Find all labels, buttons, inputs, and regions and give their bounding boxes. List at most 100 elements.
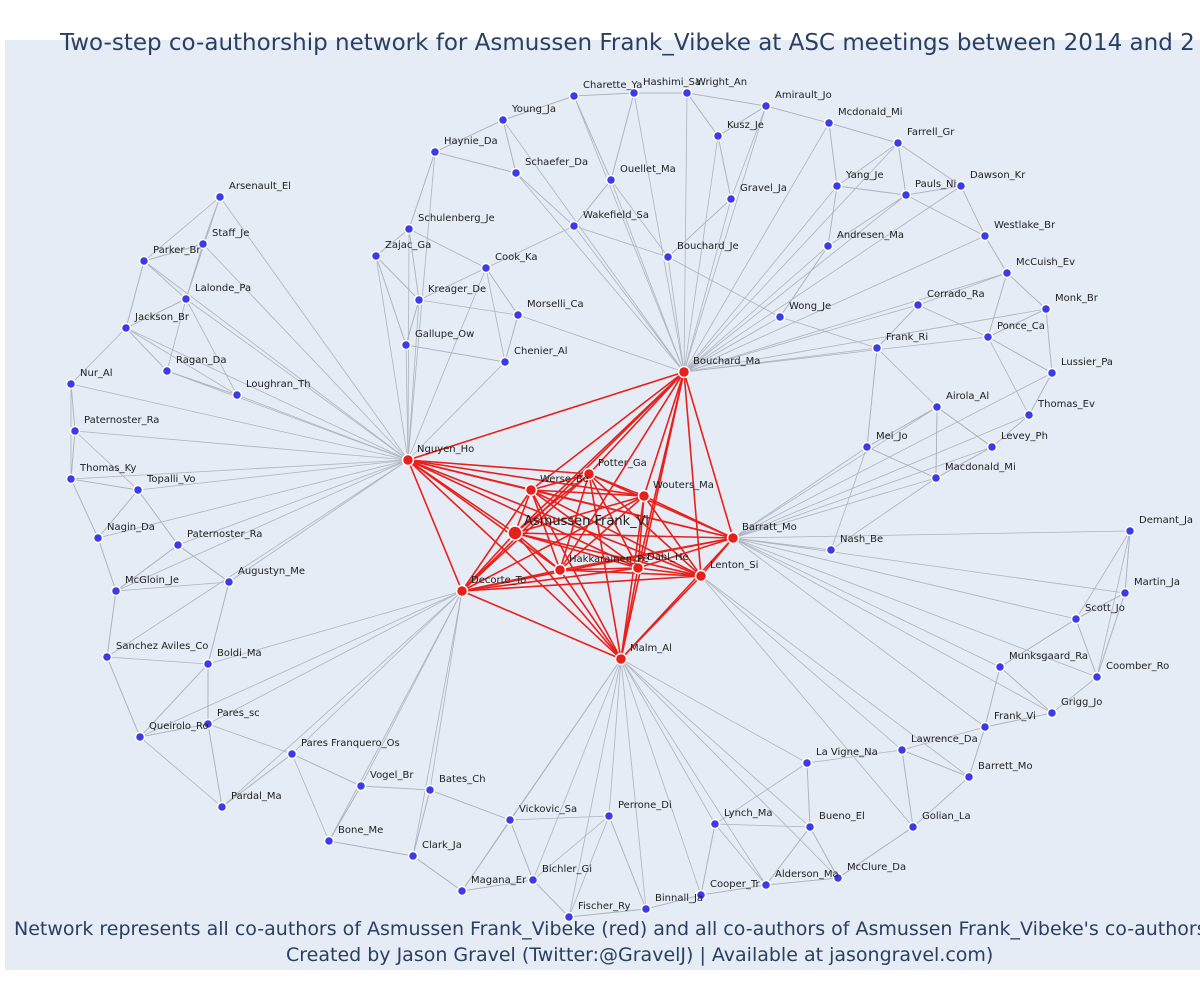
node[interactable]	[760, 100, 772, 112]
node[interactable]	[355, 780, 367, 792]
node[interactable]	[524, 483, 538, 497]
node[interactable]	[603, 810, 615, 822]
node[interactable]	[223, 576, 235, 588]
node[interactable]	[197, 238, 209, 250]
edge	[730, 105, 767, 200]
node[interactable]	[568, 220, 580, 232]
node[interactable]	[1119, 587, 1131, 599]
node[interactable]	[994, 661, 1006, 673]
node[interactable]	[202, 658, 214, 670]
node[interactable]	[760, 879, 772, 891]
node[interactable]	[694, 569, 708, 583]
node[interactable]	[216, 801, 228, 813]
node[interactable]	[455, 584, 469, 598]
node[interactable]	[499, 356, 511, 368]
node[interactable]	[931, 401, 943, 413]
node[interactable]	[725, 193, 737, 205]
node[interactable]	[709, 818, 721, 830]
node[interactable]	[804, 821, 816, 833]
node[interactable]	[1040, 303, 1052, 315]
node[interactable]	[101, 651, 113, 663]
node[interactable]	[510, 167, 522, 179]
node[interactable]	[202, 718, 214, 730]
node[interactable]	[403, 223, 415, 235]
node[interactable]	[563, 911, 575, 923]
node[interactable]	[912, 299, 924, 311]
node[interactable]	[955, 180, 967, 192]
node[interactable]	[1046, 707, 1058, 719]
node[interactable]	[65, 378, 77, 390]
node[interactable]	[681, 87, 693, 99]
node[interactable]	[930, 472, 942, 484]
node[interactable]	[370, 250, 382, 262]
node[interactable]	[132, 484, 144, 496]
node[interactable]	[527, 874, 539, 886]
node[interactable]	[65, 473, 77, 485]
node[interactable]	[774, 311, 786, 323]
node[interactable]	[512, 309, 524, 321]
node[interactable]	[413, 294, 425, 306]
node[interactable]	[323, 835, 335, 847]
node[interactable]	[986, 441, 998, 453]
node[interactable]	[628, 87, 640, 99]
node[interactable]	[507, 525, 523, 541]
node[interactable]	[231, 389, 243, 401]
node[interactable]	[712, 130, 724, 142]
node[interactable]	[637, 489, 651, 503]
node[interactable]	[823, 117, 835, 129]
node[interactable]	[180, 293, 192, 305]
node[interactable]	[963, 771, 975, 783]
node[interactable]	[896, 744, 908, 756]
node[interactable]	[401, 453, 415, 467]
node[interactable]	[695, 889, 707, 901]
node[interactable]	[979, 230, 991, 242]
node[interactable]	[214, 191, 226, 203]
node[interactable]	[1070, 613, 1082, 625]
node[interactable]	[1001, 267, 1013, 279]
node[interactable]	[1091, 671, 1103, 683]
node[interactable]	[831, 180, 843, 192]
node[interactable]	[582, 467, 596, 481]
node[interactable]	[407, 850, 419, 862]
node[interactable]	[134, 731, 146, 743]
node[interactable]	[614, 652, 628, 666]
node[interactable]	[677, 365, 691, 379]
node[interactable]	[801, 757, 813, 769]
node[interactable]	[1124, 525, 1136, 537]
node[interactable]	[861, 441, 873, 453]
node[interactable]	[110, 585, 122, 597]
node[interactable]	[456, 885, 468, 897]
node[interactable]	[1023, 409, 1035, 421]
node[interactable]	[726, 531, 740, 545]
node[interactable]	[69, 425, 81, 437]
node[interactable]	[92, 532, 104, 544]
node[interactable]	[424, 784, 436, 796]
node[interactable]	[892, 137, 904, 149]
node[interactable]	[605, 174, 617, 186]
node[interactable]	[979, 721, 991, 733]
node[interactable]	[172, 539, 184, 551]
node[interactable]	[497, 114, 509, 126]
node[interactable]	[822, 240, 834, 252]
node[interactable]	[480, 262, 492, 274]
node[interactable]	[631, 561, 645, 575]
node[interactable]	[900, 189, 912, 201]
node[interactable]	[662, 251, 674, 263]
node[interactable]	[1046, 367, 1058, 379]
node[interactable]	[429, 146, 441, 158]
node[interactable]	[907, 821, 919, 833]
node[interactable]	[138, 255, 150, 267]
node[interactable]	[400, 339, 412, 351]
node[interactable]	[871, 342, 883, 354]
node[interactable]	[568, 90, 580, 102]
node[interactable]	[832, 872, 844, 884]
node[interactable]	[120, 322, 132, 334]
node[interactable]	[504, 814, 516, 826]
node[interactable]	[982, 331, 994, 343]
node[interactable]	[161, 365, 173, 377]
node[interactable]	[286, 748, 298, 760]
node[interactable]	[640, 903, 652, 915]
node[interactable]	[553, 563, 567, 577]
node[interactable]	[825, 544, 837, 556]
